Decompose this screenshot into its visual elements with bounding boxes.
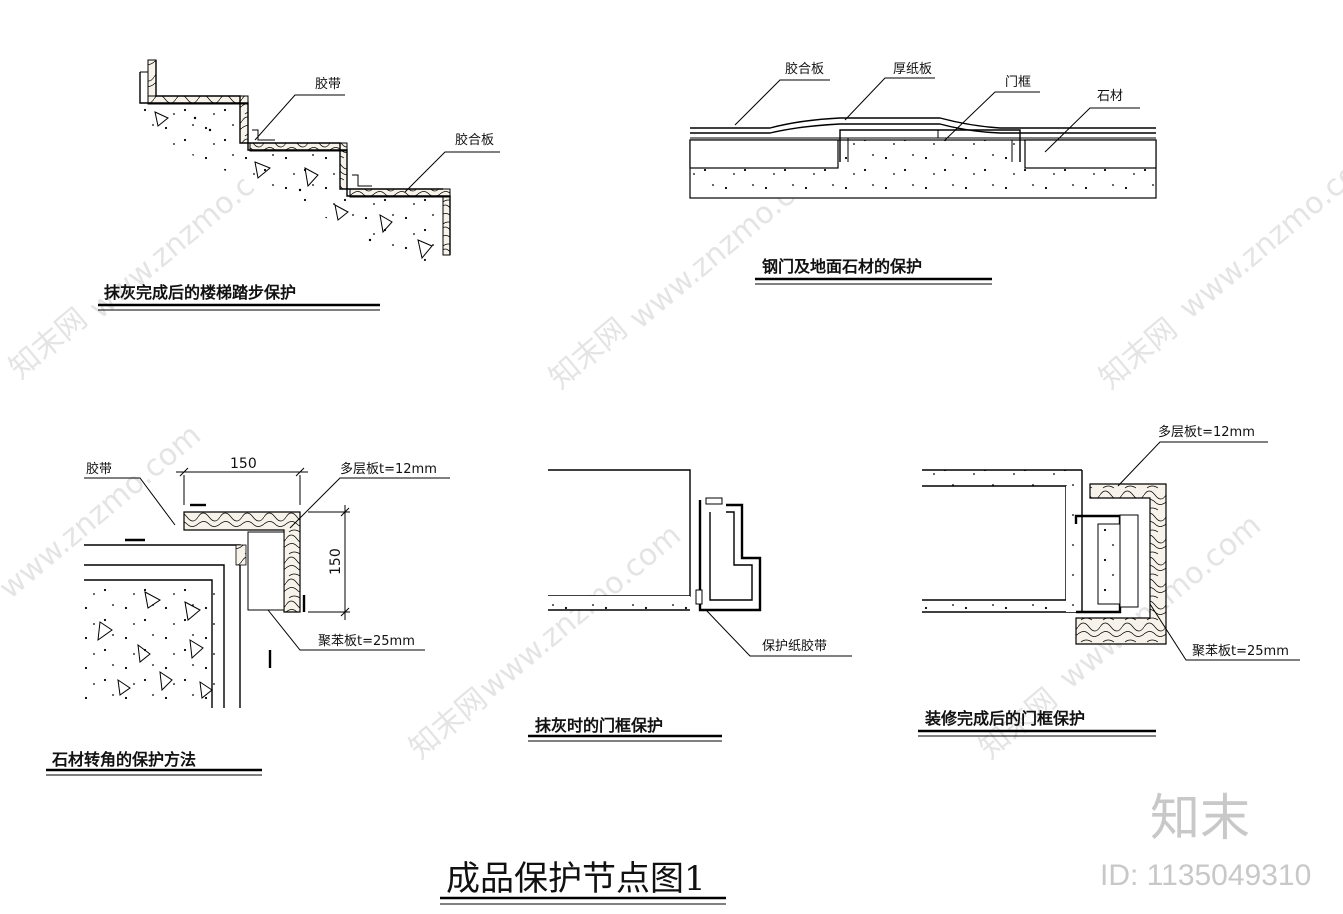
plaster-frame-detail-title: 抹灰时的门框保护 xyxy=(535,716,663,735)
door-floor-detail: 胶合板 厚纸板 门框 石材 钢门及地面石材的保护 xyxy=(689,61,1157,285)
finished-frame-detail: 多层板t=12mm 聚苯板t=25mm 装修完成后的门框保护 xyxy=(918,424,1300,737)
label-multilayer-board: 多层板t=12mm xyxy=(1158,424,1255,440)
label-tape: 胶带 xyxy=(86,461,112,477)
brand-logo: 知末 ID: 1135049310 xyxy=(1100,789,1311,892)
watermark-text: www.znzmo.com xyxy=(0,418,208,607)
logo-id: ID: 1135049310 xyxy=(1100,859,1311,892)
label-door-frame: 门框 xyxy=(1005,75,1031,90)
dimension-width: 150 xyxy=(230,456,257,472)
stone-corner-detail-title: 石材转角的保护方法 xyxy=(51,750,196,769)
finished-frame-detail-title: 装修完成后的门框保护 xyxy=(924,709,1085,728)
label-multilayer-board: 多层板t=12mm xyxy=(340,461,437,477)
label-polystyrene-board: 聚苯板t=25mm xyxy=(1192,644,1289,659)
watermark-text: www.znzmo.com xyxy=(473,518,688,707)
stair-detail: 胶带 胶合板 抹灰完成后的楼梯踏步保护 xyxy=(98,59,500,311)
label-plywood: 胶合板 xyxy=(785,61,824,77)
label-stone: 石材 xyxy=(1097,89,1123,104)
label-protective-tape: 保护纸胶带 xyxy=(762,638,827,654)
logo-text: 知末 xyxy=(1150,789,1250,847)
stone-corner-detail: 150 150 胶带 多层板t=12mm 聚苯板t=25mm 石材转角的保护方法 xyxy=(46,456,450,776)
watermark-text: 知末网 xyxy=(543,311,634,396)
watermark-text: 知末网 xyxy=(1093,311,1184,396)
stair-detail-title: 抹灰完成后的楼梯踏步保护 xyxy=(104,283,296,302)
label-tape: 胶带 xyxy=(315,76,341,92)
label-plywood: 胶合板 xyxy=(455,132,494,148)
label-polystyrene-board: 聚苯板t=25mm xyxy=(318,634,415,649)
watermark-text: 知末网 xyxy=(403,681,494,766)
door-floor-detail-title: 钢门及地面石材的保护 xyxy=(762,257,922,276)
label-cardboard: 厚纸板 xyxy=(893,62,932,77)
plaster-frame-detail: 保护纸胶带 抹灰时的门框保护 xyxy=(528,469,852,742)
sheet-title-block: 成品保护节点图1 xyxy=(440,859,726,905)
watermark-text: 知末网 xyxy=(3,301,94,386)
watermark-text: www.znzmo.com xyxy=(1173,138,1343,327)
sheet-title: 成品保护节点图1 xyxy=(446,859,706,899)
dimension-height: 150 xyxy=(328,548,344,575)
